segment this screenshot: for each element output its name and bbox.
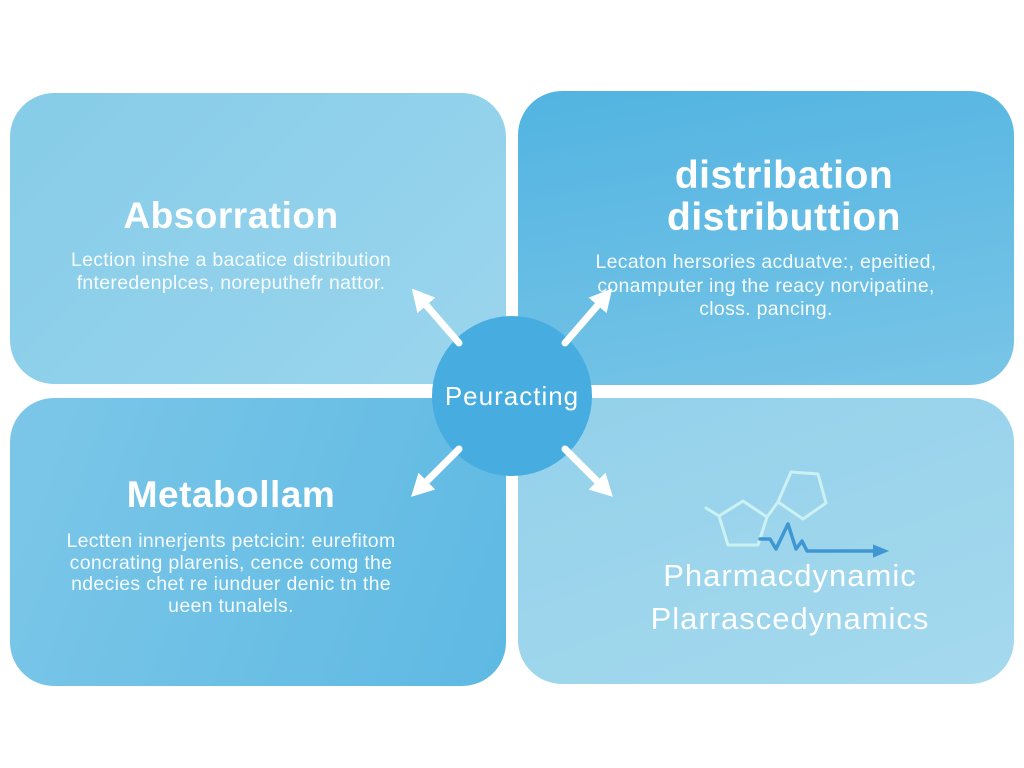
metabolism-title: Metabollam [126,474,336,515]
distribution-title-line: distribation [674,154,894,197]
pharmacodynamics-title-line: Plarrascedynamics [650,601,930,636]
absorption-subtitle-line: fnteredenplces, noreputhefr nattor. [76,272,386,294]
card-pharmacodynamics: Pharmacdynamic Plarrascedynamics [518,398,1014,684]
distribution-subtitle: Lecaton hersories acduatve:, epeitied, c… [518,251,1014,322]
center-hub-label: Peuracting [444,380,580,411]
metabolism-subtitle-line: ueen tunalels. [168,594,294,617]
card-absorption: Absorration Lection inshe a bacatice dis… [10,93,506,384]
metabolism-subtitle-line: ndecies chet re iunduer denic tn the [71,573,391,595]
distribution-title: distribation distributtion [518,155,1014,239]
distribution-subtitle-line: conamputer ing the reacy norvipatine, [597,274,935,297]
metabolism-subtitle-line: Lectten innerjents petcicin: eurefitom [66,530,396,552]
center-hub-circle: Peuracting [432,316,592,476]
card-distribution: distribation distributtion Lecaton herso… [518,91,1014,385]
absorption-subtitle-line: Lection inshe a bacatice distribution [70,249,392,271]
metabolism-subtitle: Lectten innerjents petcicin: eurefitom c… [10,530,506,617]
distribution-title-line: distributtion [667,196,901,239]
pharmacodynamics-title: Pharmacdynamic Plarrascedynamics [518,554,1014,640]
card-metabolism: Metabollam Lectten innerjents petcicin: … [10,398,506,686]
absorption-subtitle: Lection inshe a bacatice distribution fn… [10,249,506,295]
absorption-title: Absorration [123,195,339,236]
pharmacodynamics-title-line: Pharmacdynamic [663,558,917,593]
distribution-subtitle-line: Lecaton hersories acduatve:, epeitied, [595,251,937,273]
distribution-subtitle-line: closs. pancing. [699,298,833,320]
metabolism-subtitle-line: concrating plarenis, cence comg the [69,551,393,574]
